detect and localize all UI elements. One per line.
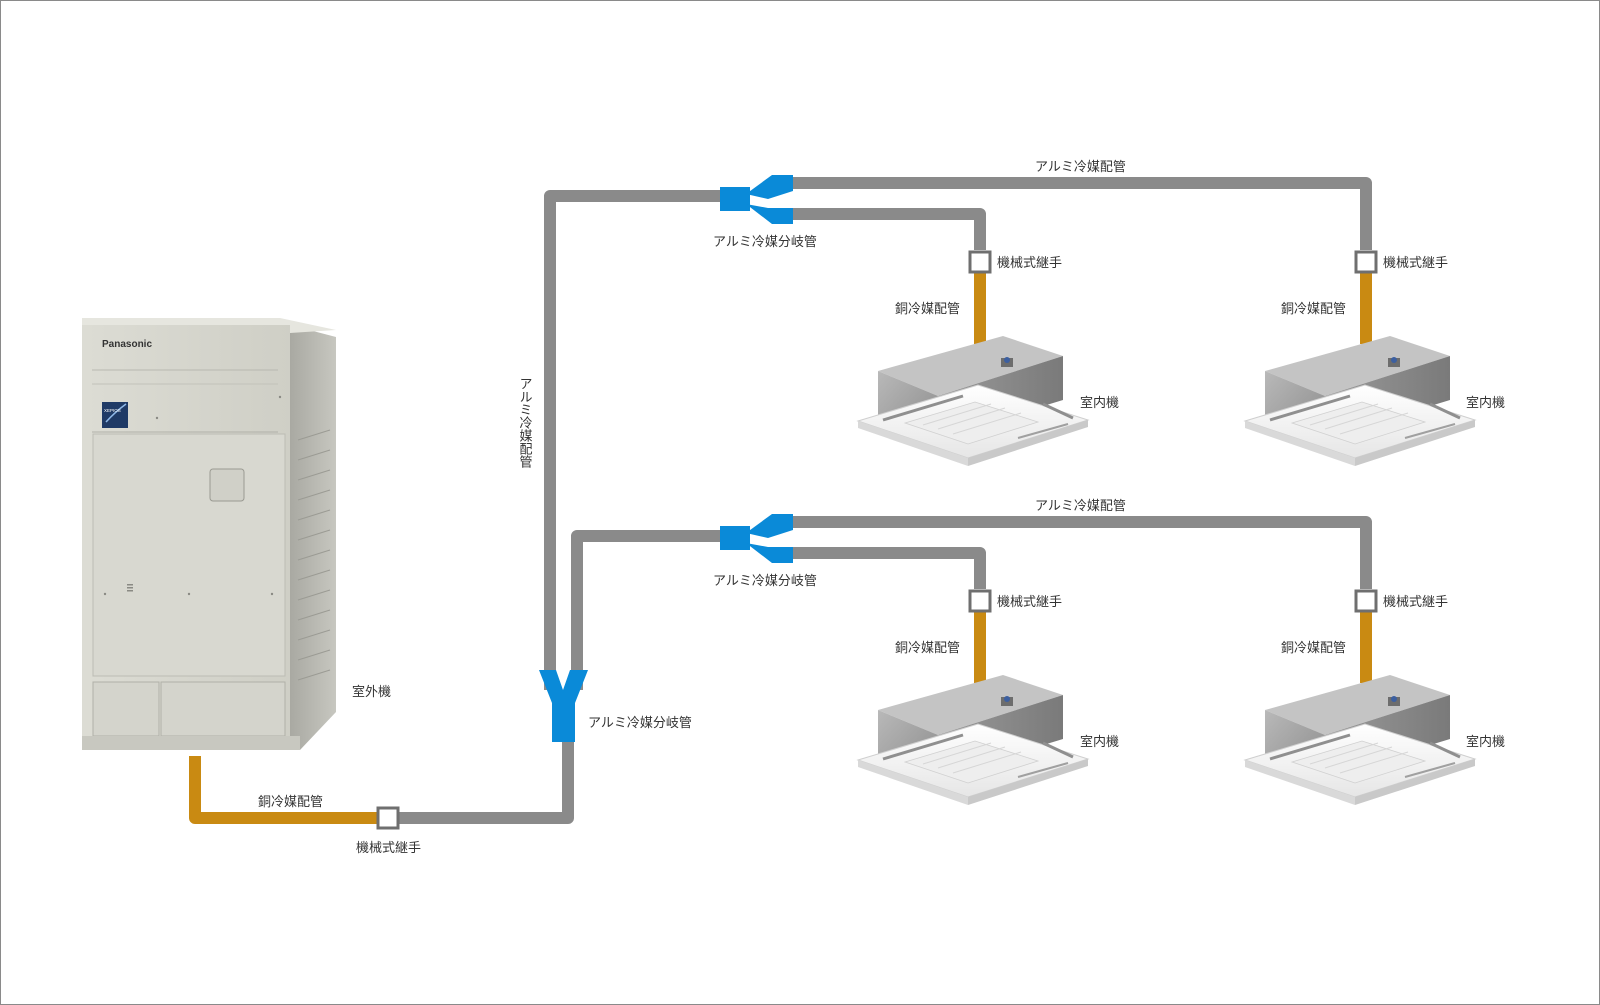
copper-pipe-label-unit-3: 銅冷媒配管 (895, 641, 960, 656)
aluminum-pipe-upper-near (790, 208, 986, 250)
indoor-unit-1-image (856, 334, 1090, 468)
branch-pipe-main-y (539, 670, 588, 742)
copper-pipe-label-outdoor: 銅冷媒配管 (258, 795, 323, 810)
mechanical-joint-outdoor (376, 806, 400, 830)
indoor-unit-1-label: 室内機 (1080, 395, 1119, 411)
indoor-unit-4-image (1243, 673, 1477, 807)
aluminum-pipes (396, 177, 1372, 824)
mechanical-joint-unit-4 (1354, 589, 1378, 613)
mechanical-joints (376, 250, 1378, 830)
outdoor-unit-badge: XEPIOS (104, 408, 121, 413)
branch-pipe-upper (720, 175, 793, 224)
copper-pipe-label-unit-4: 銅冷媒配管 (1281, 641, 1346, 656)
mechanical-joint-label-unit-1: 機械式継手 (997, 256, 1062, 271)
mechanical-joint-label-unit-3: 機械式継手 (997, 595, 1062, 610)
indoor-unit-2-label: 室内機 (1466, 395, 1505, 411)
aluminum-pipe-label-lower: アルミ冷媒配管 (1035, 499, 1126, 514)
copper-pipe-label-unit-2: 銅冷媒配管 (1281, 302, 1346, 317)
copper-pipe-outdoor (189, 756, 380, 824)
indoor-unit-2-image (1243, 334, 1477, 468)
aluminum-pipe-lower-near (790, 547, 986, 589)
branch-pipe-label-lower: アルミ冷媒分岐管 (713, 574, 817, 589)
mechanical-joint-unit-3 (968, 589, 992, 613)
outdoor-unit-image: Panasonic XEPIOS (82, 318, 336, 750)
indoor-unit-3-image (856, 673, 1090, 807)
copper-pipe-label-unit-1: 銅冷媒配管 (895, 302, 960, 317)
indoor-unit-4-label: 室内機 (1466, 734, 1505, 750)
aluminum-pipe-lower-far (790, 516, 1372, 589)
aluminum-pipe-main (396, 734, 574, 824)
mechanical-joint-unit-1 (968, 250, 992, 274)
outdoor-unit-brand: Panasonic (102, 339, 152, 350)
outdoor-unit-label: 室外機 (352, 684, 391, 700)
mechanical-joint-unit-2 (1354, 250, 1378, 274)
branch-pipe-lower (720, 514, 793, 563)
mechanical-joint-label-unit-2: 機械式継手 (1383, 256, 1448, 271)
aluminum-pipe-riser (544, 190, 725, 690)
aluminum-pipe-label-vertical: アルミ冷媒配管 (517, 377, 533, 469)
copper-pipes (189, 272, 1372, 824)
aluminum-pipe-lower-feed (571, 530, 725, 690)
mechanical-joint-label-unit-4: 機械式継手 (1383, 595, 1448, 610)
aluminum-pipe-label-upper: アルミ冷媒配管 (1035, 160, 1126, 175)
mechanical-joint-label-outdoor: 機械式継手 (356, 841, 421, 856)
indoor-unit-3-label: 室内機 (1080, 734, 1119, 750)
branch-pipe-label-main: アルミ冷媒分岐管 (588, 716, 692, 731)
branch-pipe-label-upper: アルミ冷媒分岐管 (713, 235, 817, 250)
aluminum-pipe-upper-far (790, 177, 1372, 250)
